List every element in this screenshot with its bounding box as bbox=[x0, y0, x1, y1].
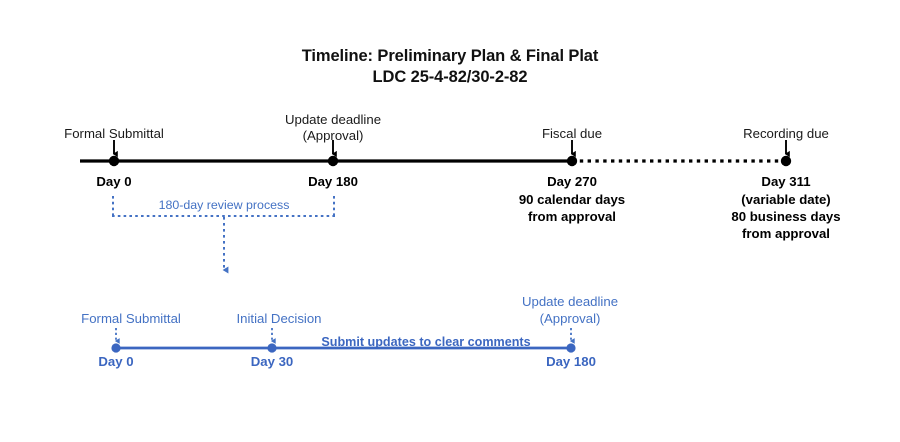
milestone-day-311: Day 311 bbox=[761, 174, 811, 189]
milestone-dot-day-311 bbox=[780, 155, 792, 167]
review-day-0: Day 0 bbox=[98, 354, 134, 369]
title-line-2: LDC 25-4-82/30-2-82 bbox=[372, 68, 528, 86]
review-label-day-30: Initial Decision bbox=[236, 311, 322, 326]
milestone-label-day-180-line2: (Approval) bbox=[302, 128, 364, 143]
milestone-label-day-270: Fiscal due bbox=[541, 126, 603, 141]
review-label-day-180-line1: Update deadline bbox=[521, 294, 619, 309]
milestone-day-270: Day 270 bbox=[547, 174, 597, 189]
milestone-dot-day-0 bbox=[108, 155, 120, 167]
milestone-label-day-180-line1: Update deadline bbox=[284, 112, 382, 127]
review-label-day-0: Formal Submittal bbox=[81, 311, 181, 326]
bracket-label: 180-day review process bbox=[158, 198, 290, 212]
milestone-note-day-270-line1: 90 calendar days bbox=[518, 192, 626, 207]
review-label-day-180-line2: (Approval) bbox=[539, 311, 601, 326]
review-dot-day-180 bbox=[566, 343, 576, 353]
review-day-180: Day 180 bbox=[546, 354, 596, 369]
milestone-note-day-311-line3: from approval bbox=[742, 226, 830, 241]
milestone-note-day-270-line2: from approval bbox=[528, 209, 616, 224]
milestone-label-day-311: Recording due bbox=[743, 126, 829, 141]
title-line-1: Timeline: Preliminary Plan & Final Plat bbox=[301, 47, 599, 65]
diagram-title: Timeline: Preliminary Plan & Final Plat … bbox=[0, 46, 900, 88]
milestone-day-0: Day 0 bbox=[96, 174, 132, 189]
review-day-30: Day 30 bbox=[250, 354, 294, 369]
milestone-dot-day-180 bbox=[327, 155, 339, 167]
milestone-note-day-311-line2: 80 business days bbox=[731, 209, 841, 224]
milestone-label-day-0: Formal Submittal bbox=[64, 126, 164, 141]
review-dot-day-30 bbox=[267, 343, 277, 353]
milestone-note-day-311-line1: (variable date) bbox=[741, 192, 831, 207]
milestone-day-180: Day 180 bbox=[308, 174, 358, 189]
review-span-label: Submit updates to clear comments bbox=[321, 335, 531, 349]
review-dot-day-0 bbox=[111, 343, 121, 353]
milestone-dot-day-270 bbox=[566, 155, 578, 167]
